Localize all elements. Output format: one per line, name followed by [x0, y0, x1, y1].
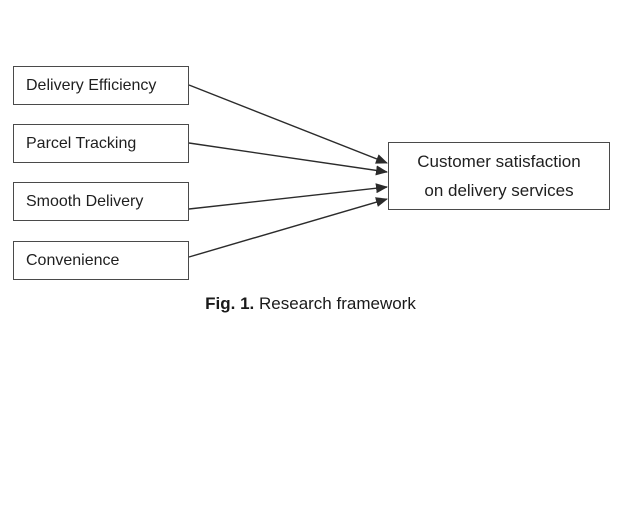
factor-box-delivery-efficiency: Delivery Efficiency: [13, 66, 189, 105]
factor-label: Convenience: [26, 251, 120, 269]
factor-box-convenience: Convenience: [13, 241, 189, 280]
arrow-delivery-efficiency: [188, 84, 388, 164]
figure-caption: Fig. 1. Research framework: [0, 294, 621, 314]
arrow-parcel-tracking: [188, 142, 388, 176]
factor-box-parcel-tracking: Parcel Tracking: [13, 124, 189, 163]
factor-box-smooth-delivery: Smooth Delivery: [13, 182, 189, 221]
outcome-box-customer-satisfaction: Customer satisfaction on delivery servic…: [388, 142, 610, 210]
figure-title: Research framework: [254, 294, 416, 313]
arrow-convenience: [188, 197, 388, 258]
arrow-smooth-delivery: [188, 183, 388, 210]
outcome-label-line1: Customer satisfaction: [417, 152, 581, 171]
factor-label: Delivery Efficiency: [26, 76, 157, 94]
factor-label: Smooth Delivery: [26, 192, 144, 210]
figure-number: Fig. 1.: [205, 294, 255, 313]
outcome-label-line2: on delivery services: [424, 181, 574, 200]
factor-label: Parcel Tracking: [26, 134, 137, 152]
